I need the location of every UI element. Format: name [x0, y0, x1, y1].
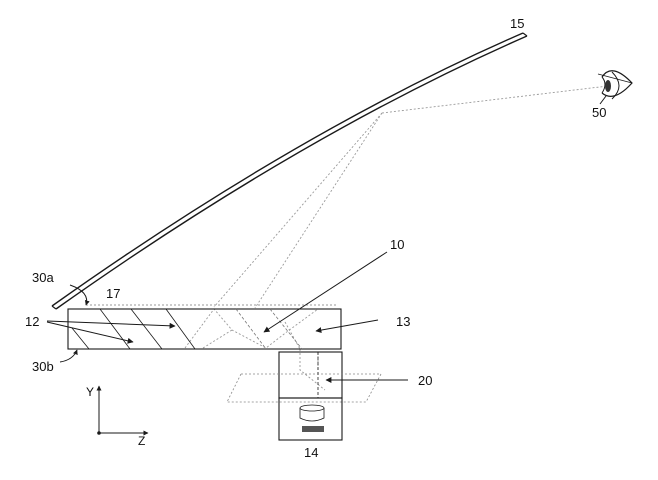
leader-12-a — [46, 320, 176, 329]
label-reflectors: 12 — [25, 314, 39, 329]
display-panel — [302, 426, 324, 432]
inner-facets — [235, 308, 303, 350]
label-combiner: 15 — [510, 16, 524, 31]
label-output-edge: 13 — [396, 314, 410, 329]
partial-reflectors — [71, 308, 196, 350]
coupling-prism — [278, 351, 343, 399]
tilt-plane — [226, 373, 382, 403]
label-eye: 50 — [592, 105, 606, 120]
leader-10 — [263, 251, 388, 333]
leader-lines — [46, 95, 607, 383]
axis-label-y: Y — [86, 385, 94, 399]
leader-13 — [315, 319, 379, 334]
label-coating: 17 — [106, 286, 120, 301]
combiner-plate — [51, 32, 528, 310]
leader-50 — [599, 95, 607, 105]
label-projector: 14 — [304, 445, 318, 460]
label-surface-bottom: 30b — [32, 359, 54, 374]
eye-icon — [597, 70, 633, 100]
label-surface-top: 30a — [32, 270, 54, 285]
label-coupler: 20 — [418, 373, 432, 388]
label-waveguide: 10 — [390, 237, 404, 252]
optical-rays — [86, 85, 609, 391]
leader-30b — [59, 349, 78, 363]
leader-12-b — [46, 321, 134, 344]
coordinate-axes — [96, 385, 149, 436]
leader-30a — [69, 284, 90, 306]
projector — [278, 397, 343, 441]
waveguide — [67, 308, 342, 350]
axis-label-z: Z — [138, 434, 145, 448]
